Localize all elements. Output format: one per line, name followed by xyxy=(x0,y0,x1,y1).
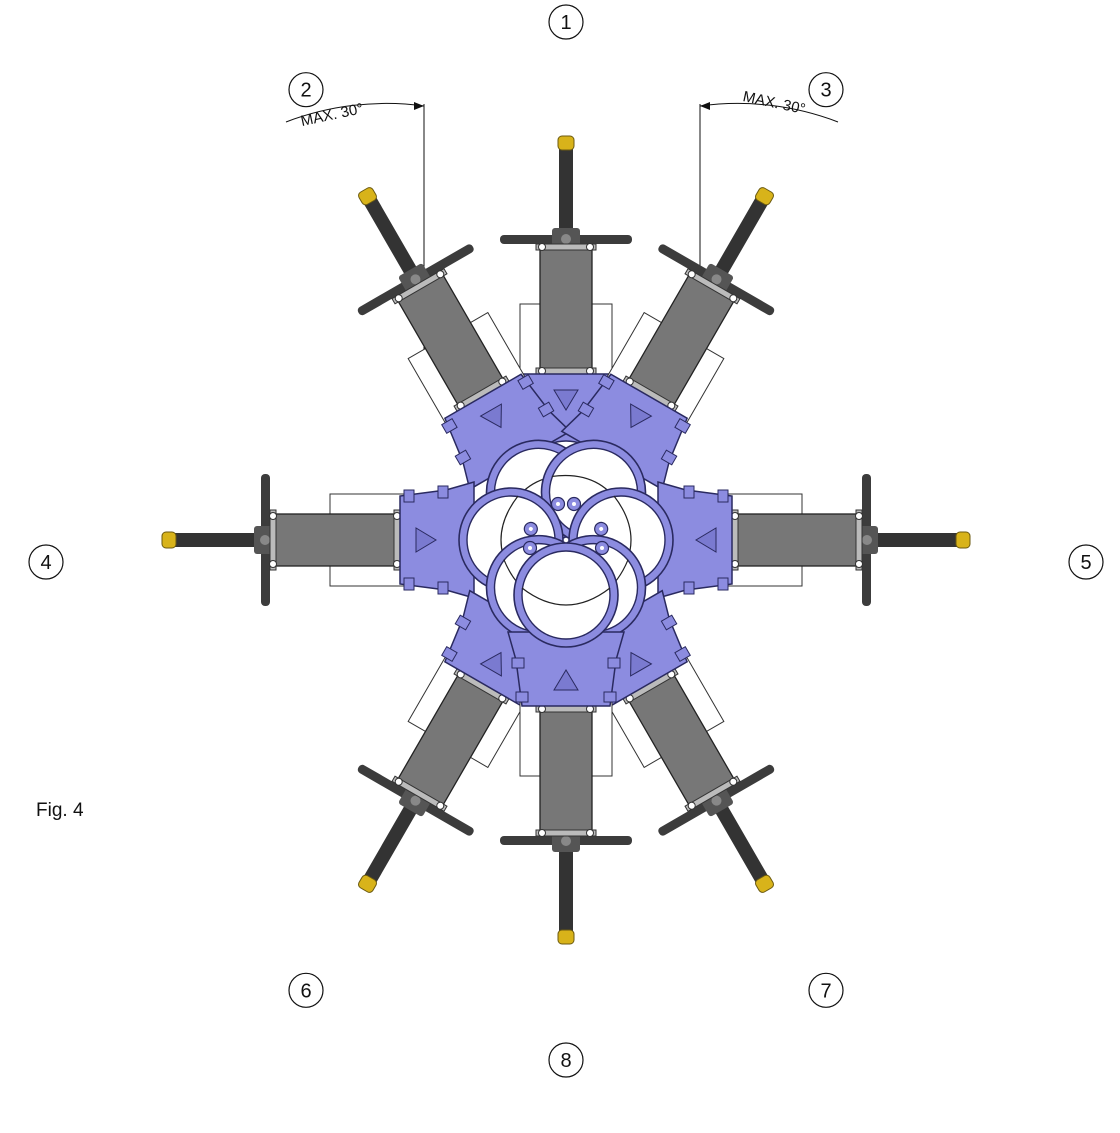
callout-5: 5 xyxy=(1068,544,1104,580)
callout-7: 7 xyxy=(808,972,844,1008)
angle-annotation-right xyxy=(699,102,839,375)
callout-label-3: 3 xyxy=(820,80,831,102)
callout-label-6: 6 xyxy=(300,980,311,1002)
angle-label-right: MAX. 30° xyxy=(741,88,807,118)
callout-label-7: 7 xyxy=(820,980,831,1002)
callout-label-1: 1 xyxy=(560,12,571,34)
callout-label-4: 4 xyxy=(40,552,51,574)
valve-position-8 xyxy=(499,540,633,945)
callout-8: 8 xyxy=(548,1042,584,1078)
callout-1: 1 xyxy=(548,4,584,40)
callout-label-5: 5 xyxy=(1080,552,1091,574)
callout-4: 4 xyxy=(28,544,64,580)
angle-annotation-left xyxy=(285,102,425,375)
callout-3: 3 xyxy=(808,72,844,108)
callout-label-2: 2 xyxy=(300,80,311,102)
callout-label-8: 8 xyxy=(560,1050,571,1072)
callout-2: 2 xyxy=(288,72,324,108)
figure-caption: Fig. 4 xyxy=(36,800,84,821)
callout-6: 6 xyxy=(288,972,324,1008)
